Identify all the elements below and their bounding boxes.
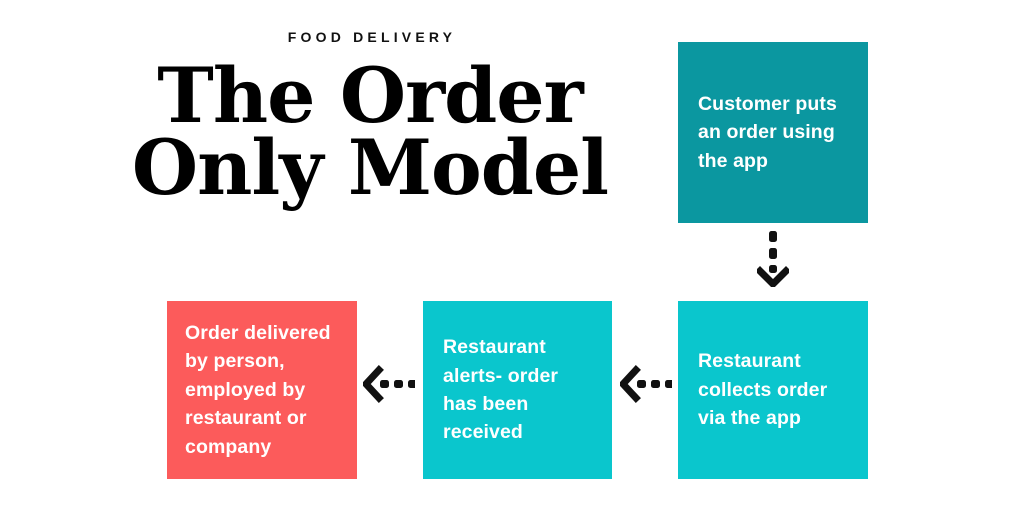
- dashed-arrow-left-icon-middle: [363, 365, 415, 403]
- kicker-label: FOOD DELIVERY: [287, 29, 457, 45]
- flow-step-delivered[interactable]: Order delivered by person, employed by r…: [167, 301, 357, 479]
- flow-step-customer[interactable]: Customer puts an order using the app: [678, 42, 868, 223]
- flow-step-collects-label: Restaurant collects order via the app: [698, 350, 828, 430]
- page-title-line-1: The Order: [157, 51, 583, 140]
- flow-step-alerts-label: Restaurant alerts- order has been receiv…: [443, 336, 559, 444]
- page-title: The Order Only Model: [0, 51, 740, 213]
- flow-step-delivered-label: Order delivered by person, employed by r…: [185, 321, 331, 458]
- flow-step-customer-label: Customer puts an order using the app: [698, 92, 837, 172]
- flow-step-collects[interactable]: Restaurant collects order via the app: [678, 301, 868, 479]
- dashed-arrow-left-icon-right: [620, 365, 672, 403]
- title-block: FOOD DELIVERY The Order Only Model: [0, 29, 740, 213]
- flow-step-alerts[interactable]: Restaurant alerts- order has been receiv…: [423, 301, 612, 479]
- page-title-line-2: Only Model: [131, 123, 609, 213]
- dashed-arrow-down-icon: [757, 231, 789, 287]
